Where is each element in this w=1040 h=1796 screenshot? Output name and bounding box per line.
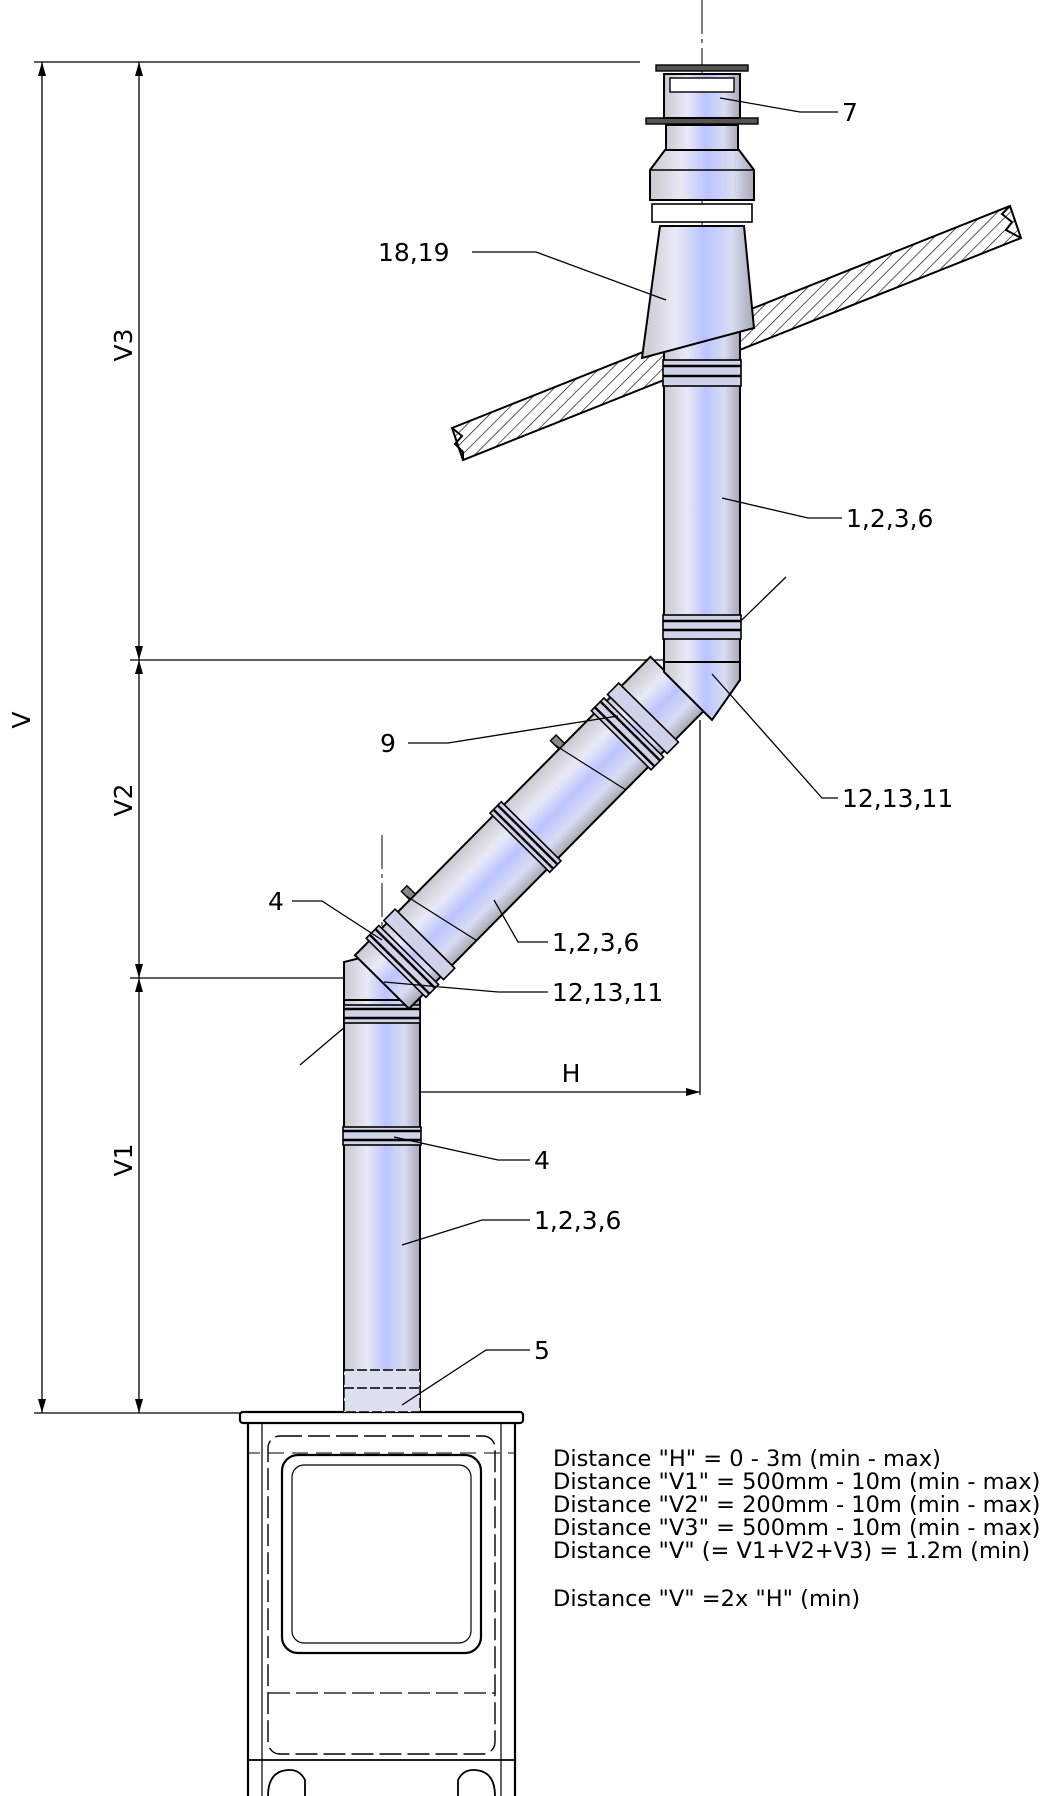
note-v1: Distance "V1" = 500mm - 10m (min - max) bbox=[553, 1469, 1040, 1495]
callout-upper-pipe: 1,2,3,6 bbox=[846, 504, 933, 533]
dim-label-v: V bbox=[7, 711, 36, 728]
callout-cap: 7 bbox=[842, 98, 858, 127]
note-ratio-rule: Distance "V" =2x "H" (min) bbox=[553, 1586, 861, 1612]
dim-label-v2: V2 bbox=[109, 783, 138, 816]
note-v-total: Distance "V" (= V1+V2+V3) = 1.2m (min) bbox=[553, 1538, 1031, 1564]
dim-label-v1: V1 bbox=[109, 1143, 138, 1176]
distance-notes: Distance "H" = 0 - 3m (min - max) Distan… bbox=[553, 1446, 1040, 1612]
flashing bbox=[640, 203, 756, 360]
callout-diagonal-pipe: 1,2,3,6 bbox=[552, 928, 639, 957]
storm-collar bbox=[649, 149, 755, 201]
lower-pipe bbox=[342, 999, 422, 1413]
note-h: Distance "H" = 0 - 3m (min - max) bbox=[553, 1446, 941, 1472]
callout-lower-clamp: 4 bbox=[268, 887, 284, 916]
dim-label-h: H bbox=[562, 1059, 581, 1088]
callout-upper-bend: 12,13,11 bbox=[842, 784, 953, 813]
callout-mid-clamp: 4 bbox=[534, 1146, 550, 1175]
upper-pipe bbox=[662, 329, 742, 663]
stove bbox=[238, 1410, 525, 1796]
dim-label-v3: V3 bbox=[109, 328, 138, 361]
callout-lower-bend: 12,13,11 bbox=[552, 978, 663, 1007]
callout-adapter: 5 bbox=[534, 1336, 550, 1365]
leader-lines bbox=[292, 97, 842, 1406]
dimension-lines bbox=[34, 61, 701, 1414]
note-v2: Distance "V2" = 200mm - 10m (min - max) bbox=[553, 1492, 1040, 1518]
callout-support: 9 bbox=[380, 729, 396, 758]
note-v3: Distance "V3" = 500mm - 10m (min - max) bbox=[553, 1515, 1040, 1541]
callout-lower-pipe: 1,2,3,6 bbox=[534, 1206, 621, 1235]
chimney-cap bbox=[645, 64, 759, 151]
callout-flashing: 18,19 bbox=[378, 238, 450, 267]
diagonal-pipe bbox=[353, 655, 706, 1011]
